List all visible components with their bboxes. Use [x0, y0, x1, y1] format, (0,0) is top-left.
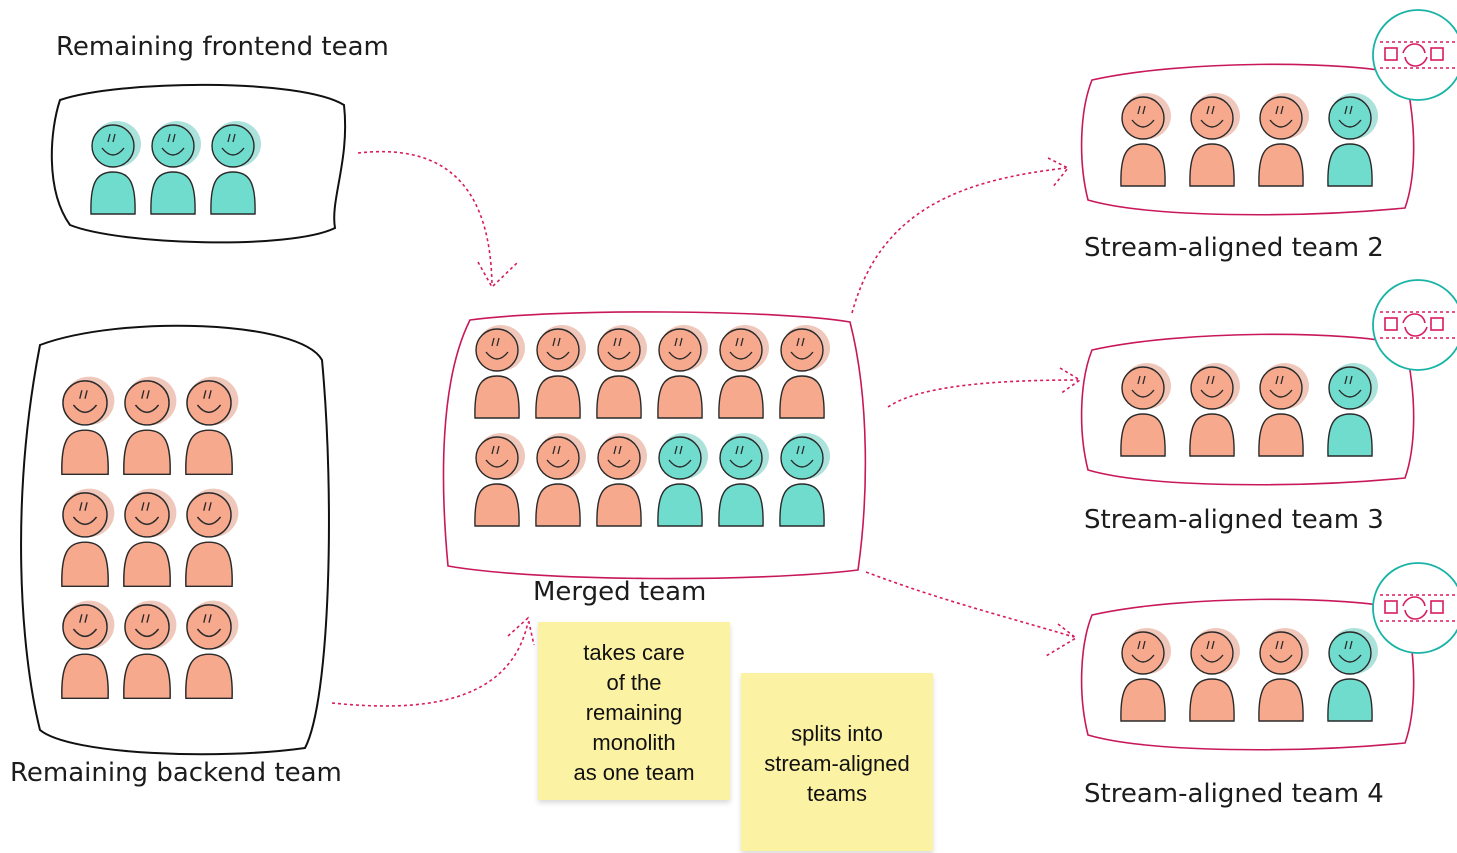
frontend-person-icon	[779, 433, 830, 527]
frontend-person-icon	[718, 433, 769, 527]
arrow-merged-to-stream2-head	[1047, 157, 1070, 189]
frontend-team-label: Remaining frontend team	[56, 32, 389, 62]
merged-team-members	[474, 325, 830, 527]
backend-person-icon	[185, 376, 239, 476]
stream-aligned-flow-icon	[1372, 279, 1457, 371]
backend-person-icon	[474, 433, 525, 527]
backend-person-icon	[1189, 628, 1240, 722]
arrow-backend-to-merged-head	[507, 616, 535, 646]
backend-person-icon	[123, 376, 177, 476]
split_note-line: splits into	[791, 721, 883, 746]
merged-team-boundary	[442, 311, 867, 580]
backend-team-boundary	[20, 324, 330, 756]
stream2-team-boundary	[1080, 63, 1415, 216]
backend-person-icon	[61, 376, 115, 476]
arrow-frontend-to-merged-head	[477, 261, 519, 289]
backend-person-icon	[1258, 363, 1309, 457]
frontend-person-icon	[210, 121, 261, 215]
stream2-team-label: Stream-aligned team 2	[1084, 233, 1384, 263]
merged-team-label: Merged team	[533, 577, 707, 607]
merged_note-line: as one team	[573, 760, 695, 785]
stream4-team-members	[1120, 628, 1378, 722]
stream4-team-label: Stream-aligned team 4	[1084, 779, 1384, 809]
split-teams-sticky-note: splits into stream-aligned teams	[741, 673, 933, 851]
merged-team-sticky-note: takes care of the remaining monolith as one …	[538, 622, 730, 800]
arrow-merged-to-stream4-head	[1045, 623, 1078, 657]
arrow-merged-to-stream2	[851, 167, 1067, 314]
backend-person-icon	[596, 433, 647, 527]
frontend-team-boundary	[50, 83, 347, 244]
merged_note-line: monolith	[592, 730, 676, 755]
split_note-line: teams	[807, 781, 867, 806]
frontend-person-icon	[1327, 363, 1378, 457]
stream2-team-members	[1120, 93, 1378, 187]
frontend-person-icon	[1327, 93, 1378, 187]
arrow-merged-to-stream4	[865, 571, 1075, 638]
stream3-team-boundary	[1080, 333, 1415, 486]
arrow-frontend-to-merged	[357, 150, 493, 286]
backend-person-icon	[474, 325, 525, 419]
backend-person-icon	[535, 433, 586, 527]
stream3-team-label: Stream-aligned team 3	[1084, 505, 1384, 535]
backend-person-icon	[1258, 628, 1309, 722]
backend-person-icon	[1189, 93, 1240, 187]
backend-person-icon	[1120, 628, 1171, 722]
backend-person-icon	[123, 488, 177, 588]
split_note-line: stream-aligned	[764, 751, 910, 776]
frontend-person-icon	[1327, 628, 1378, 722]
backend-team-members	[61, 376, 239, 700]
frontend-person-icon	[150, 121, 201, 215]
stream3-team-members	[1120, 363, 1378, 457]
backend-person-icon	[1258, 93, 1309, 187]
arrow-merged-to-stream3-head	[1059, 367, 1082, 395]
backend-person-icon	[1120, 93, 1171, 187]
backend-person-icon	[61, 488, 115, 588]
backend-person-icon	[535, 325, 586, 419]
frontend-team-members	[90, 121, 261, 215]
merged_note-line: takes care	[583, 640, 685, 665]
merged_note-line: remaining	[585, 700, 683, 725]
backend-person-icon	[185, 600, 239, 700]
backend-person-icon	[1189, 363, 1240, 457]
backend-person-icon	[185, 488, 239, 588]
stream4-team-boundary	[1080, 598, 1415, 751]
backend-person-icon	[657, 325, 708, 419]
stream-aligned-flow-icon	[1372, 9, 1457, 101]
frontend-person-icon	[90, 121, 141, 215]
backend-person-icon	[61, 600, 115, 700]
stream-aligned-flow-icon	[1372, 562, 1457, 654]
arrow-backend-to-merged	[331, 621, 529, 707]
arrow-merged-to-stream3	[887, 379, 1079, 408]
backend-person-icon	[1120, 363, 1171, 457]
backend-person-icon	[718, 325, 769, 419]
frontend-person-icon	[657, 433, 708, 527]
backend-person-icon	[123, 600, 177, 700]
merged_note-line: of the	[606, 670, 662, 695]
backend-team-label: Remaining backend team	[10, 758, 342, 788]
backend-person-icon	[596, 325, 647, 419]
backend-person-icon	[779, 325, 830, 419]
